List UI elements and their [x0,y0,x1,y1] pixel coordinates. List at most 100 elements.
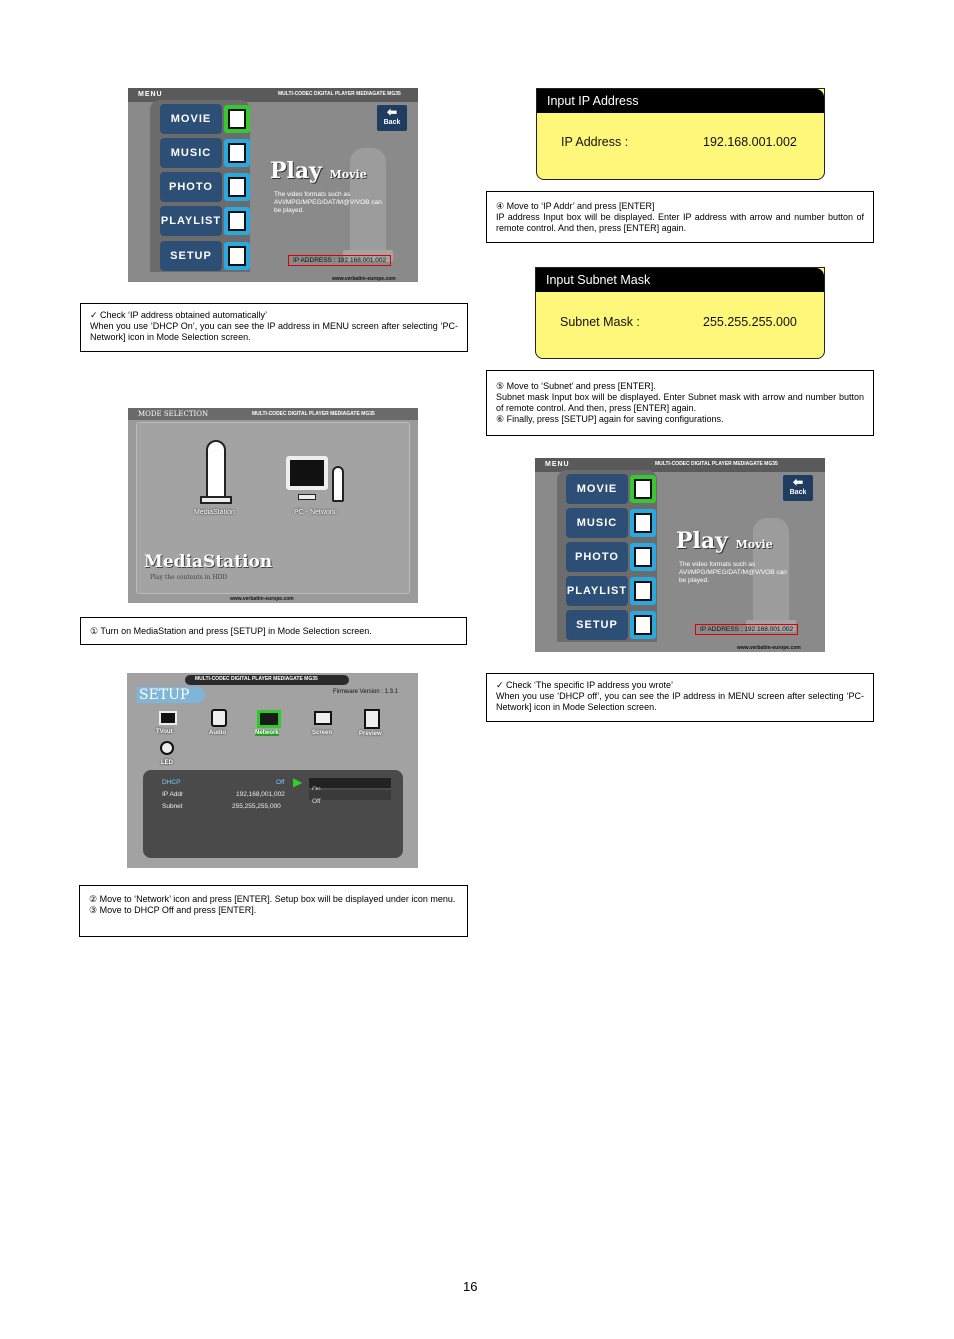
speaker-icon-2 [630,509,656,537]
pc-tower-icon [332,466,344,502]
caption-step4-line2: IP address Input box will be displayed. … [496,212,864,233]
subnet-label[interactable]: Subnet [162,803,183,810]
network-icon [257,710,281,728]
photo-icon-2 [630,543,656,571]
menu-header-title: MULTI-CODEC DIGITAL PLAYER MEDIAGATE MG3… [278,91,401,97]
back-button-2[interactable]: ⬅ Back [783,475,813,501]
caption-check-specific-line1: ✓ Check ‘The specific IP address you wro… [496,680,673,690]
firmware-version: Firmware Version : 1.3.1 [333,689,399,695]
ip-address-value[interactable]: 192.168.001.002 [703,135,797,149]
menu-header-bar [128,88,418,102]
caption-step23-line2: ③ Move to DHCP Off and press [ENTER]. [89,905,257,915]
menu2-button-photo[interactable]: PHOTO [566,542,628,572]
pc-monitor-stand [298,494,316,500]
play-title-2: Play Movie [676,528,773,554]
caption-step1: ① Turn on MediaStation and press [SETUP]… [80,617,467,645]
clock-icon-2 [630,611,656,639]
mode-option-pc-network[interactable]: PC - Network [294,509,336,516]
menu2-button-setup[interactable]: SETUP [566,610,628,640]
film-icon-2 [630,475,656,503]
menu-button-photo[interactable]: PHOTO [160,172,222,202]
mode-subtitle: Play the contents in HDD [150,574,228,581]
network-label[interactable]: Network [255,730,279,736]
mode-option-mediastation[interactable]: MediaStation [194,509,235,516]
dhcp-option-on[interactable]: On [309,778,391,793]
input-ip-address-title: Input IP Address [537,89,824,113]
mode-inner-panel [136,422,410,594]
caption-check-specific-line2: When you use ‘DHCP off’, you can see the… [496,691,864,712]
mediastation-device-icon [206,440,226,500]
dhcp-option-on-label: On [312,786,321,793]
menu2-url: www.verbatim-europe.com [737,645,801,651]
screen-label[interactable]: Screen [312,730,333,736]
subnet-mask-value[interactable]: 255.255.255.000 [703,315,797,329]
menu-button-music[interactable]: MUSIC [160,138,222,168]
play-arrow-icon: ▶ [293,775,303,789]
menu-label: MENU [138,91,163,98]
tvout-icon [159,711,177,725]
led-label[interactable]: LED [161,760,173,766]
menu-button-playlist[interactable]: PLAYLIST [160,206,222,236]
setup-title: SETUP [137,687,206,703]
play-title-text: Play [270,158,322,184]
play-description-2: The video formats such as AVI/MPG/MPEG/D… [679,561,787,584]
subnet-value[interactable]: 255,255,255,000 [232,803,281,810]
mode-selection-screenshot: MODE SELECTION MULTI-CODEC DIGITAL PLAYE… [128,408,418,603]
setup-screenshot: MULTI-CODEC DIGITAL PLAYER MEDIAGATE MG3… [127,673,418,868]
back-button[interactable]: ⬅ Back [377,105,407,131]
ip-address-label: IP Address : [561,135,629,149]
back-label: Back [383,119,401,126]
input-subnet-mask-title: Input Subnet Mask [536,268,824,292]
input-subnet-mask-dialog: Input Subnet Mask Subnet Mask : 255.255.… [535,267,825,359]
menu-url: www.verbatim-europe.com [332,276,396,282]
menu2-header-bar [535,458,825,472]
playlist-box-icon-2 [630,577,656,605]
audio-label[interactable]: Audio [209,730,226,736]
mediastation2-base [746,620,796,632]
mode-title: MODE SELECTION [138,410,209,418]
menu2-button-music[interactable]: MUSIC [566,508,628,538]
led-icon [160,741,174,755]
subnet-mask-label: Subnet Mask : [560,315,640,329]
menu2-button-playlist[interactable]: PLAYLIST [566,576,628,606]
mediastation2-illustration [753,518,789,628]
ip-address-readout: IP ADDRESS : 192.168.001.002 [288,255,392,266]
dhcp-label[interactable]: DHCP [162,779,181,786]
caption-step23-line1: ② Move to ‘Network’ icon and press [ENTE… [89,894,456,904]
menu-button-movie[interactable]: MOVIE [160,104,222,134]
back-label-2: Back [789,489,807,496]
speaker-icon [224,139,250,167]
play-title: Play Movie [270,158,367,184]
menu-screenshot-1: MENU MULTI-CODEC DIGITAL PLAYER MEDIAGAT… [128,88,418,282]
clock-icon [224,242,250,270]
menu2-label: MENU [545,461,570,468]
menu-screenshot-2: MENU MULTI-CODEC DIGITAL PLAYER MEDIAGAT… [535,458,825,652]
ip-addr-label[interactable]: IP Addr [162,791,184,798]
ip-address-readout-2: IP ADDRESS : 192.168.001.002 [695,624,799,635]
mode-big-title: MediaStation [144,552,273,572]
dhcp-option-off[interactable]: Off [309,790,391,805]
dhcp-option-off-label: Off [312,798,321,805]
preview-label[interactable]: Preview [359,731,382,737]
pc-monitor-icon [286,456,328,490]
play-title-text-2: Play [676,528,728,554]
caption-check-auto-line2: When you use ‘DHCP On’, you can see the … [90,321,458,342]
caption-step4: ④ Move to ‘IP Addr’ and press [ENTER] IP… [486,191,874,243]
menu-button-setup[interactable]: SETUP [160,241,222,271]
tvout-label[interactable]: TVout [156,729,173,735]
mode-header-title: MULTI-CODEC DIGITAL PLAYER MEDIAGATE MG3… [252,411,375,417]
setup-header-bar [185,675,349,685]
playlist-box-icon [224,207,250,235]
mediastation-base [343,250,393,262]
setup-header-title: MULTI-CODEC DIGITAL PLAYER MEDIAGATE MG3… [195,676,318,682]
ip-addr-value[interactable]: 192,168,001,002 [236,791,285,798]
caption-step56-line2: Subnet mask Input box will be displayed.… [496,392,864,413]
menu2-button-movie[interactable]: MOVIE [566,474,628,504]
back-arrow-icon-2: ⬅ [792,475,804,489]
page-number: 16 [463,1279,478,1294]
caption-step1-text: ① Turn on MediaStation and press [SETUP]… [90,626,372,636]
caption-step4-line1: ④ Move to ‘IP Addr’ and press [ENTER] [496,201,655,211]
dhcp-value[interactable]: Off [276,779,285,786]
back-arrow-icon: ⬅ [386,105,398,119]
caption-check-specific: ✓ Check ‘The specific IP address you wro… [486,673,874,722]
